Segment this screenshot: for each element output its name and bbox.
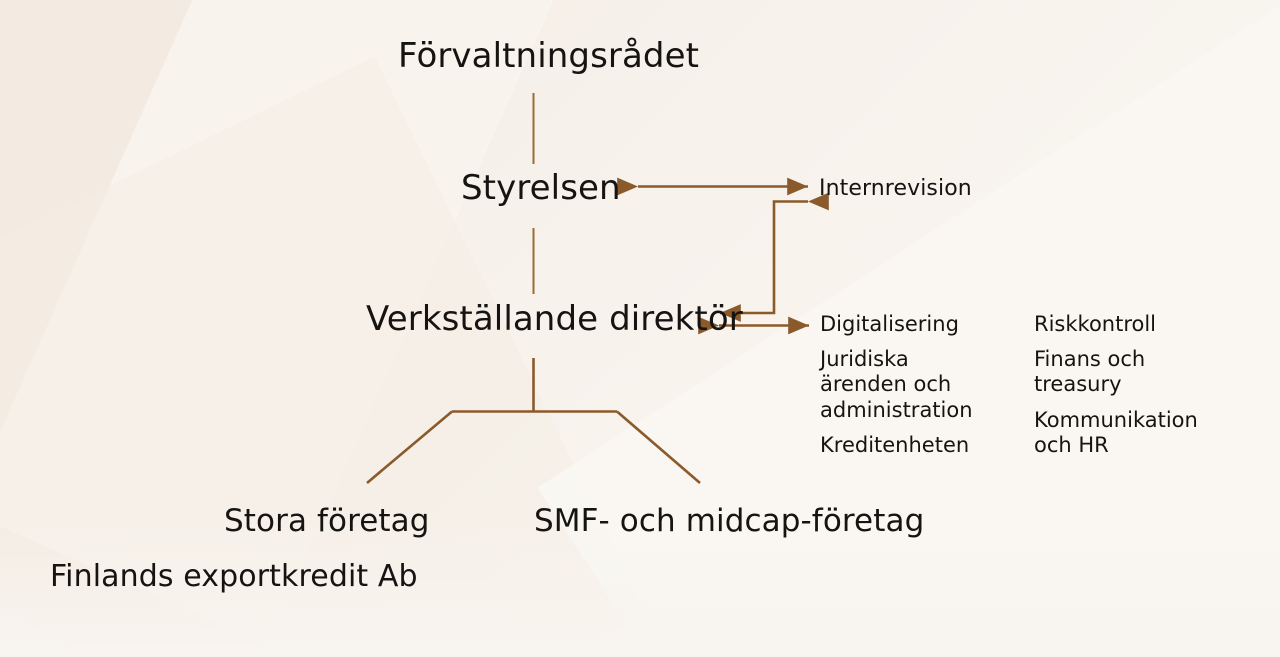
unit-column-right: Riskkontroll Finans och treasury Kommuni… <box>1034 312 1254 458</box>
unit-item[interactable]: Juridiska ärenden och administration <box>820 347 973 422</box>
unit-item[interactable]: Finans och treasury <box>1034 347 1146 397</box>
unit-column-left: Digitalisering Juridiska ärenden och adm… <box>820 312 1020 458</box>
arrow-ceo-to-internal-audit-elbow <box>720 192 829 322</box>
node-sme-midcap[interactable]: SMF- och midcap-företag <box>534 503 925 539</box>
node-ceo[interactable]: Verkställande direktör <box>366 299 743 339</box>
node-footer-entity[interactable]: Finlands exportkredit Ab <box>50 559 418 594</box>
unit-item[interactable]: Kreditenheten <box>820 432 970 457</box>
node-large-corporates[interactable]: Stora företag <box>224 503 430 539</box>
line-branch-sme-midcap <box>616 410 701 484</box>
line-branch-large-corporates <box>366 410 453 484</box>
unit-item[interactable]: Digitalisering <box>820 312 959 336</box>
node-board[interactable]: Styrelsen <box>461 168 621 208</box>
unit-item[interactable]: Kommunikation och HR <box>1034 407 1198 457</box>
node-internal-audit[interactable]: Internrevision <box>819 176 972 201</box>
unit-item[interactable]: Riskkontroll <box>1034 312 1157 336</box>
node-supervisory-board[interactable]: Förvaltningsrådet <box>398 36 700 76</box>
